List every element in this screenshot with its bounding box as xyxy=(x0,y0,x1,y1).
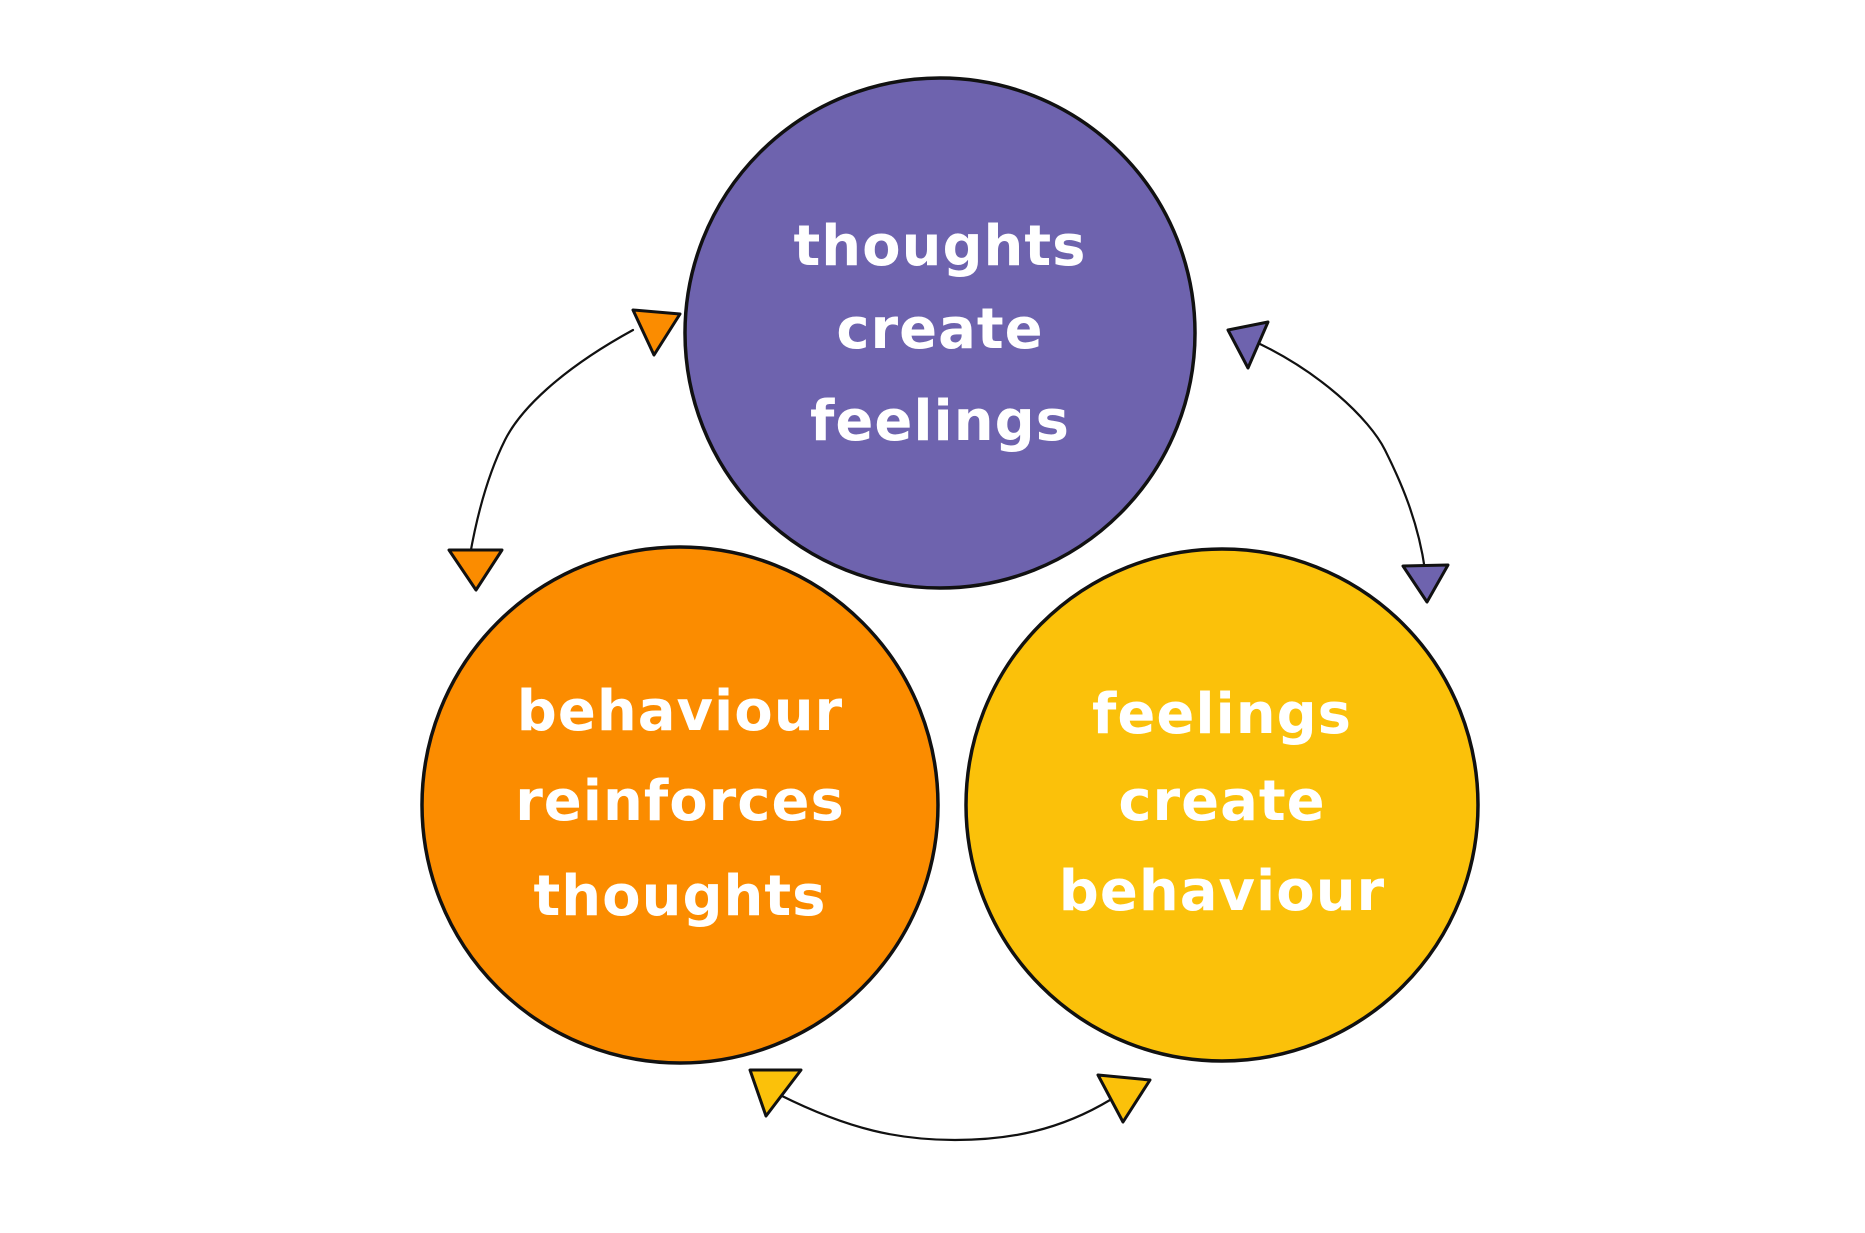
arrowhead-thoughts-right-end-icon xyxy=(1226,320,1270,370)
node-behaviour-line-3: thoughts xyxy=(533,864,826,929)
connector-behaviour-feelings xyxy=(778,1093,1112,1142)
connector-thoughts-behaviour xyxy=(468,328,635,557)
node-thoughts-circle xyxy=(683,76,1197,590)
arrowhead-behaviour-end-icon xyxy=(447,548,504,592)
arrowhead-feelings-bottom-end-icon xyxy=(1096,1073,1152,1124)
node-feelings-line-1: feelings xyxy=(1092,682,1352,747)
node-behaviour-line-1: behaviour xyxy=(517,679,843,744)
arrowhead-feelings-top-end-icon xyxy=(1401,563,1450,604)
arrowhead-thoughts-end-icon xyxy=(631,308,682,357)
node-feelings-line-3: behaviour xyxy=(1059,859,1385,924)
node-feelings-circle xyxy=(964,547,1480,1063)
arrowhead-behaviour-bottom-end-icon xyxy=(748,1068,803,1118)
node-thoughts-line-2: create xyxy=(836,297,1043,362)
node-thoughts-line-1: thoughts xyxy=(793,214,1086,279)
node-thoughts-line-3: feelings xyxy=(810,389,1070,454)
node-behaviour-line-2: reinforces xyxy=(515,769,845,834)
connector-thoughts-feelings xyxy=(1243,335,1427,572)
node-behaviour-circle xyxy=(420,545,940,1065)
node-feelings-line-2: create xyxy=(1118,769,1325,834)
